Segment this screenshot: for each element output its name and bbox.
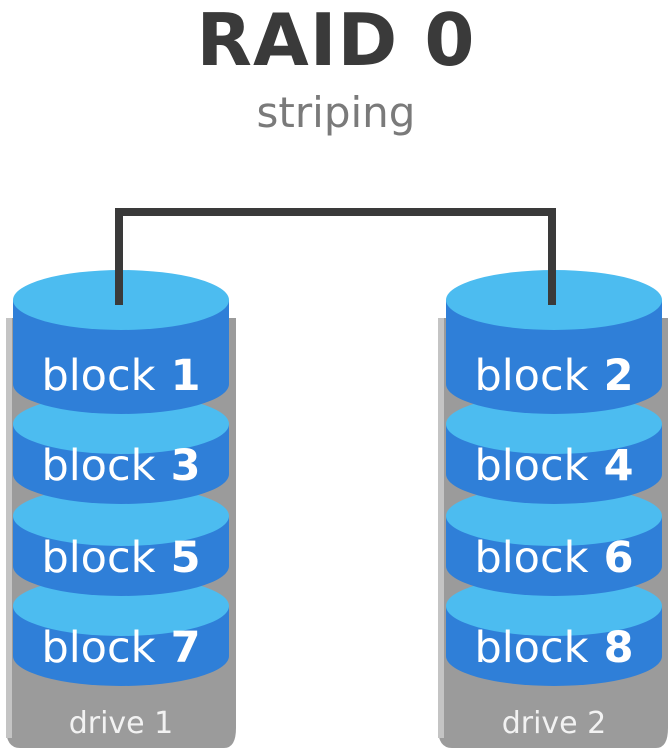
block-label: block	[41, 533, 155, 583]
svg-text:block 8: block 8	[474, 623, 633, 673]
drive-1-label: drive 1	[69, 706, 174, 741]
diagram-subtitle: striping	[256, 88, 416, 137]
drive-1-block-1: block 1	[13, 270, 229, 414]
drive-1: block 7 block 5 block 3 block	[6, 260, 236, 748]
drive-2-block-6: block 6	[446, 486, 662, 596]
block-number: 8	[604, 623, 634, 673]
svg-text:block 4: block 4	[474, 441, 633, 491]
diagram-title: RAID 0	[196, 0, 476, 82]
block-label: block	[474, 533, 588, 583]
drive-2-label: drive 2	[502, 706, 607, 741]
block-label: block	[474, 623, 588, 673]
drive-2: block 8 block 6 block 4 block	[438, 260, 668, 748]
block-number: 5	[171, 533, 201, 583]
block-number: 2	[604, 351, 634, 401]
svg-text:block 1: block 1	[41, 351, 200, 401]
block-number: 4	[604, 441, 634, 491]
svg-text:block 3: block 3	[41, 441, 200, 491]
block-number: 6	[604, 533, 634, 583]
svg-text:block 6: block 6	[474, 533, 633, 583]
drive-1-block-5: block 5	[13, 486, 229, 596]
svg-text:block 2: block 2	[474, 351, 633, 401]
block-label: block	[41, 351, 155, 401]
block-number: 7	[171, 623, 201, 673]
block-label: block	[41, 441, 155, 491]
svg-text:block 5: block 5	[41, 533, 200, 583]
connector-line	[115, 208, 556, 305]
block-label: block	[474, 351, 588, 401]
block-number: 1	[171, 351, 201, 401]
block-label: block	[474, 441, 588, 491]
block-label: block	[41, 623, 155, 673]
block-number: 3	[171, 441, 201, 491]
svg-text:block 7: block 7	[41, 623, 200, 673]
